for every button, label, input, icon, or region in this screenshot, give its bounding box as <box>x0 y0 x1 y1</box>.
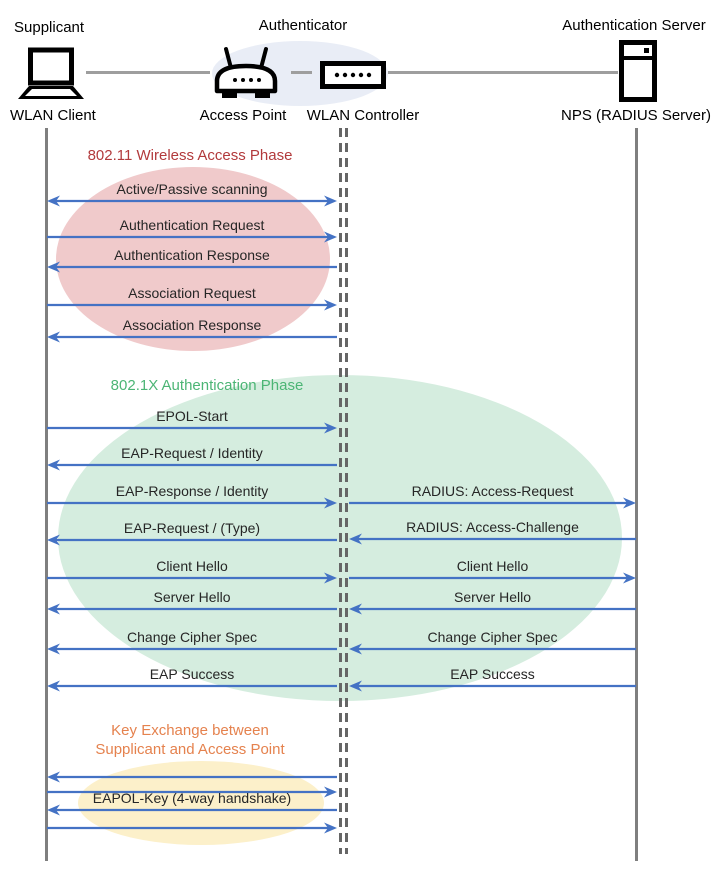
device-label-access-point: Access Point <box>199 107 287 124</box>
phase-ellipse-wireless-access <box>56 167 330 351</box>
lifeline-nps <box>635 128 638 861</box>
message-label: Active/Passive scanning <box>116 181 268 197</box>
phase-title-authentication: 802.1X Authentication Phase <box>110 377 304 394</box>
message-label: RADIUS: Access-Request <box>411 483 574 499</box>
message-label: Authentication Response <box>114 247 270 263</box>
device-label-wlan-client: WLAN Client <box>10 107 96 124</box>
connector-client-ap <box>86 71 210 74</box>
message-label: EAP Success <box>450 666 535 682</box>
message-label: Server Hello <box>153 589 231 605</box>
message-label: Client Hello <box>456 558 529 574</box>
message-label: Association Response <box>122 317 262 333</box>
message-label: EAP Success <box>149 666 235 682</box>
lifeline-wlan-client <box>45 128 48 861</box>
message-label: Association Request <box>128 285 256 301</box>
phase-ellipse-key-exchange <box>78 761 324 845</box>
message-label: EAP-Request / (Type) <box>123 520 261 536</box>
message-label: EAPOL-Key (4-way handshake) <box>92 790 292 806</box>
role-label-authentication-server: Authentication Server <box>562 17 706 34</box>
message-label: EAP-Response / Identity <box>115 483 269 499</box>
wlan-controller-icon <box>320 61 386 89</box>
role-label-authenticator: Authenticator <box>258 17 348 34</box>
message-label: Change Cipher Spec <box>127 629 257 645</box>
connector-ap-controller <box>291 71 312 74</box>
message-label: EPOL-Start <box>156 408 228 424</box>
message-label: EAP-Request / Identity <box>121 445 263 461</box>
device-label-nps: NPS (RADIUS Server) <box>560 107 712 124</box>
message-label: Client Hello <box>156 558 228 574</box>
phase-title-key-exchange: Key Exchange between Supplicant and Acce… <box>95 722 285 758</box>
access-point-icon <box>214 47 278 98</box>
laptop-icon <box>18 47 84 99</box>
message-label: Server Hello <box>453 589 532 605</box>
lifeline-wlan-controller-right <box>345 128 348 854</box>
message-label: Change Cipher Spec <box>427 629 558 645</box>
lifeline-wlan-controller-left <box>339 128 342 854</box>
role-label-supplicant: Supplicant <box>14 19 85 36</box>
server-icon <box>619 40 657 102</box>
phase-title-wireless-access: 802.11 Wireless Access Phase <box>87 147 293 164</box>
connector-controller-server <box>388 71 618 74</box>
device-label-wlan-controller: WLAN Controller <box>306 107 420 124</box>
message-label: Authentication Request <box>119 217 265 233</box>
message-label: RADIUS: Access-Challenge <box>406 519 579 535</box>
